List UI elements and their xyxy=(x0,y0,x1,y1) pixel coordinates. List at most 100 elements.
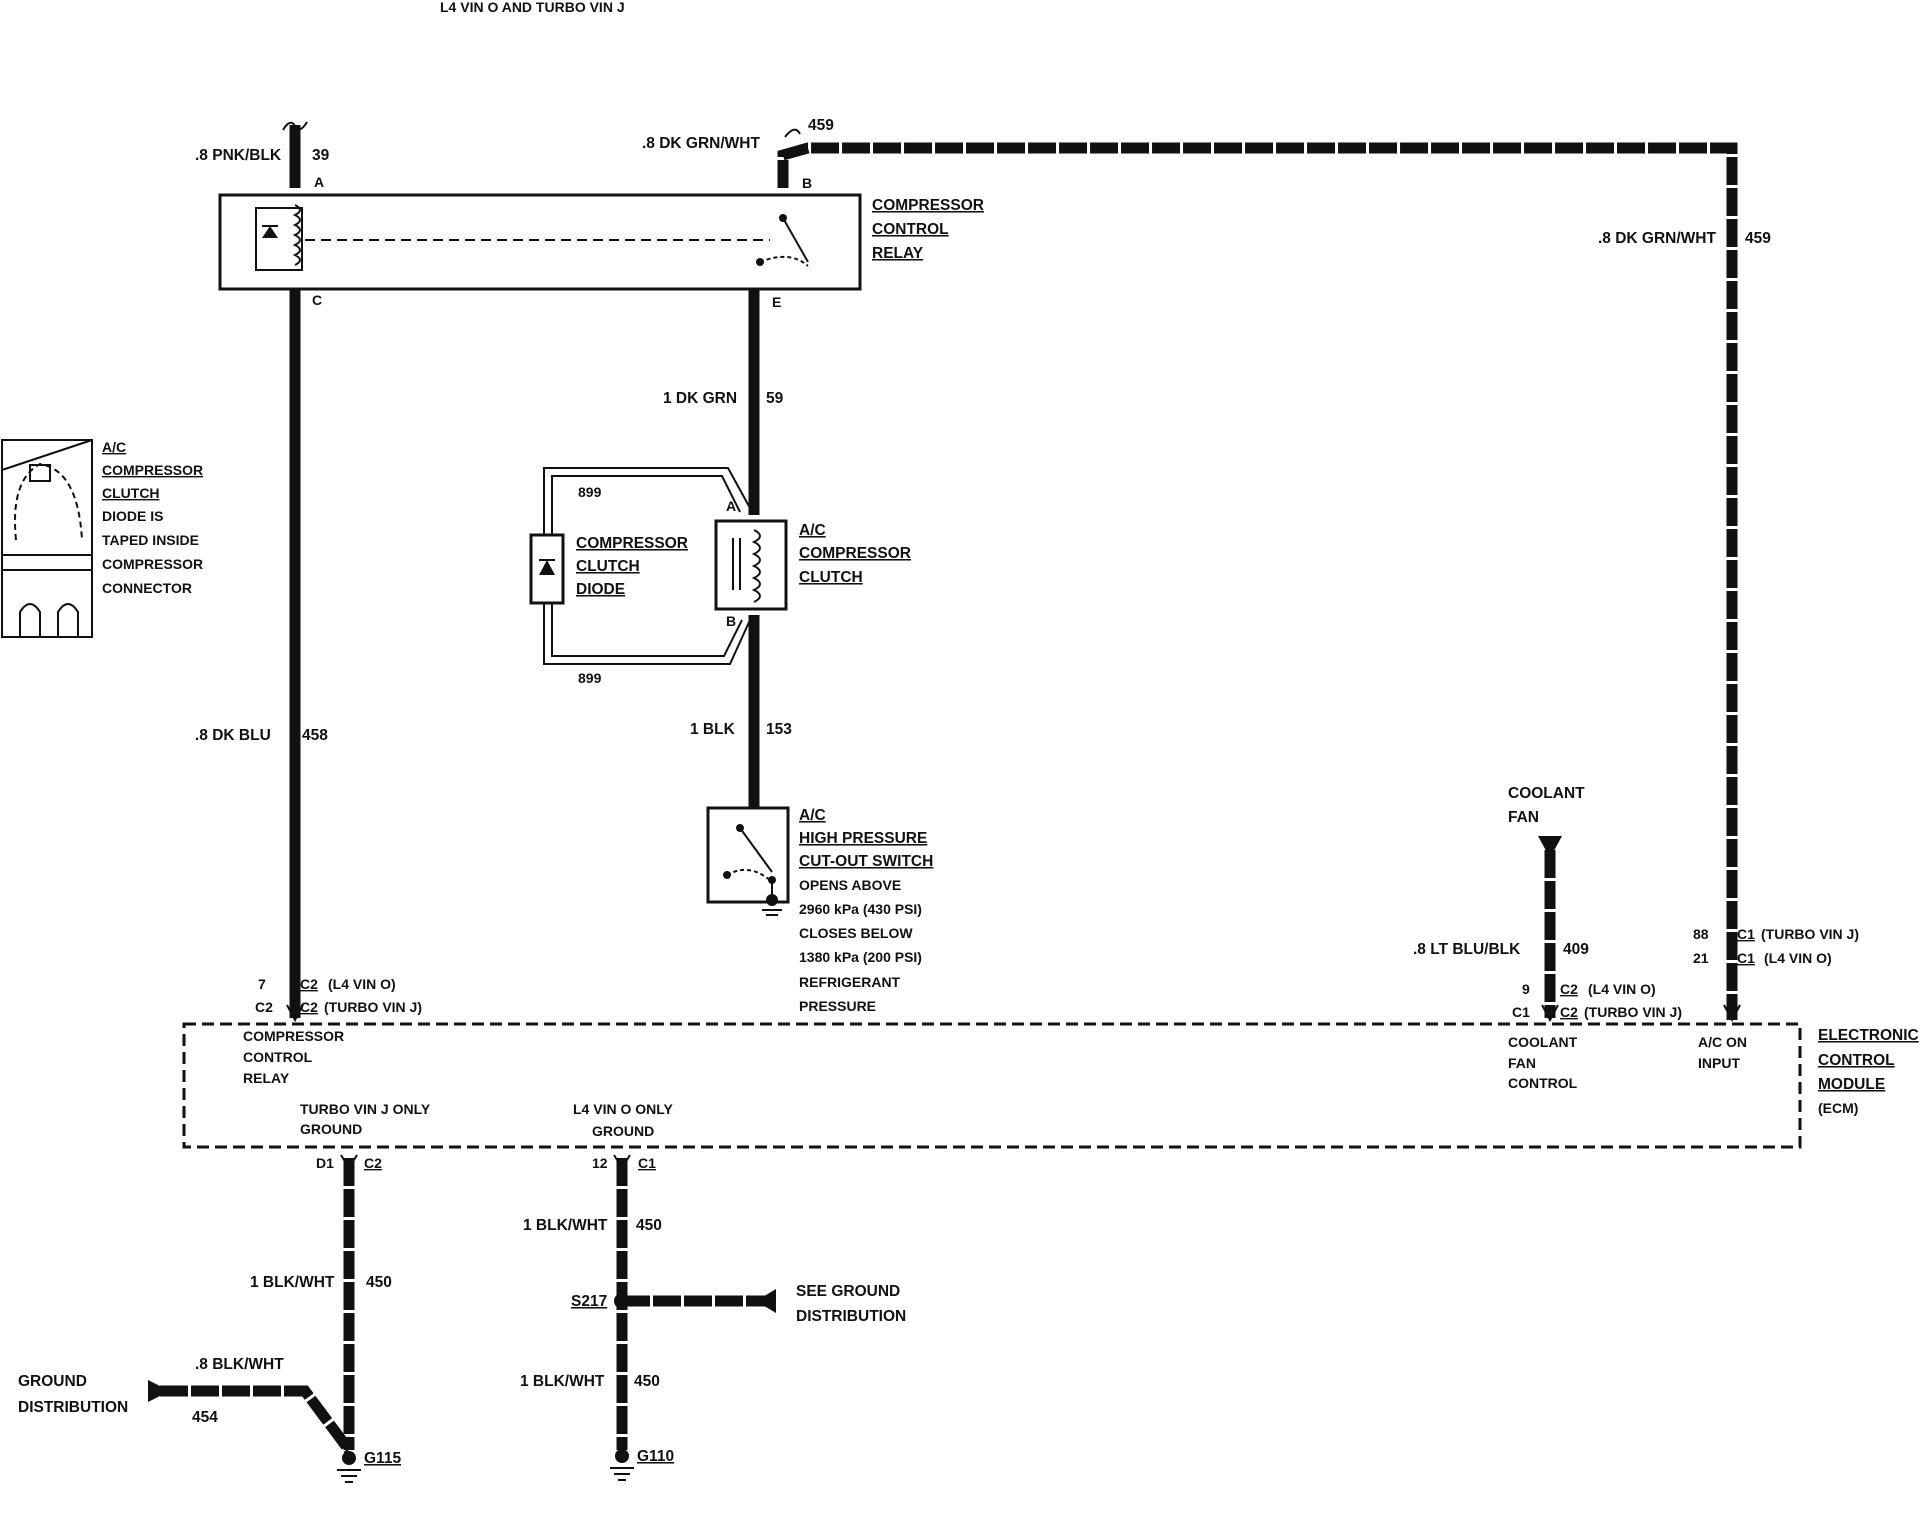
wire-450-middle xyxy=(616,1158,770,1450)
ecm-fan-pin-2: C1 xyxy=(1512,1004,1530,1020)
ecm-relay-pin-1: 7 xyxy=(258,976,266,992)
relay-pin-e: E xyxy=(772,294,781,310)
see-ground-arrow-icon xyxy=(756,1289,776,1313)
ecm-label-1: ELECTRONIC xyxy=(1818,1027,1919,1044)
ecm-fan-conn-2: C2 xyxy=(1560,1004,1578,1020)
diode-label-2: CLUTCH xyxy=(576,558,640,575)
ecm-fan-connector-icon xyxy=(1541,1004,1559,1023)
switch-desc-1: OPENS ABOVE xyxy=(799,877,901,893)
wire-459-top-color: .8 DK GRN/WHT xyxy=(642,135,761,152)
relay-pin-a: A xyxy=(314,174,324,190)
ecm-ac-text-1: A/C ON xyxy=(1698,1034,1747,1050)
coolant-fan-label-1: COOLANT xyxy=(1508,785,1585,802)
ecm-ac-connector-icon xyxy=(1723,1004,1741,1023)
ground-dist-left-2: DISTRIBUTION xyxy=(18,1399,128,1416)
inset-label-4: DIODE IS xyxy=(102,508,163,524)
wire-459-right-color: .8 DK GRN/WHT xyxy=(1598,230,1717,247)
ecm-label-3: MODULE xyxy=(1818,1076,1885,1093)
ecm-gnd1-text-1: TURBO VIN J ONLY xyxy=(300,1101,431,1117)
relay-label-2: CONTROL xyxy=(872,221,949,238)
ecm-fan-desc-2: (TURBO VIN J) xyxy=(1584,1004,1682,1020)
ecm-ac-conn-1: C1 xyxy=(1737,926,1755,942)
ac-high-pressure-switch xyxy=(706,806,790,916)
ecm-fan-text-3: CONTROL xyxy=(1508,1075,1578,1091)
ecm-gnd2-text-2: GROUND xyxy=(592,1123,654,1139)
ecm-relay-desc-1: (L4 VIN O) xyxy=(328,976,396,992)
switch-label-2: HIGH PRESSURE xyxy=(799,830,927,847)
ecm-gnd2-conn: C1 xyxy=(638,1155,656,1171)
ecm-gnd1-connector-icon xyxy=(340,1154,358,1170)
wire-459 xyxy=(777,128,1738,1020)
coolant-fan-label-2: FAN xyxy=(1508,809,1539,826)
ecm-ac-desc-1: (TURBO VIN J) xyxy=(1761,926,1859,942)
clutch-pin-b: B xyxy=(726,613,736,629)
ecm-ac-text-2: INPUT xyxy=(1698,1055,1740,1071)
wire-409-color: .8 LT BLU/BLK xyxy=(1413,941,1521,958)
wire-450-left-color: 1 BLK/WHT xyxy=(250,1274,335,1291)
wire-459-right-circuit: 459 xyxy=(1745,230,1771,247)
ac-compressor-clutch xyxy=(714,519,788,611)
ecm-gnd2-connector-icon xyxy=(613,1154,631,1170)
coolant-fan-arrow-icon xyxy=(1538,836,1562,858)
wire-454-color: .8 BLK/WHT xyxy=(195,1356,284,1373)
wire-153-color: 1 BLK xyxy=(690,721,736,738)
diode-label-1: COMPRESSOR xyxy=(576,535,688,552)
wire-59-color: 1 DK GRN xyxy=(663,390,737,407)
switch-desc-4: 1380 kPa (200 PSI) xyxy=(799,949,922,965)
ecm-relay-conn-1: C2 xyxy=(300,976,318,992)
wire-409-circuit: 409 xyxy=(1563,941,1589,958)
ecm-relay-conn-2: C2 xyxy=(300,999,318,1015)
ecm-fan-conn-1: C2 xyxy=(1560,981,1578,997)
ground-dist-left-1: GROUND xyxy=(18,1373,87,1390)
ground-g115-icon xyxy=(337,1451,361,1483)
wire-459-top-circuit: 459 xyxy=(808,117,834,134)
switch-desc-6: PRESSURE xyxy=(799,998,876,1014)
ecm-ac-pin-2: 21 xyxy=(1693,950,1709,966)
wire-153-circuit: 153 xyxy=(766,721,792,738)
wire-454-circuit: 454 xyxy=(192,1409,218,1426)
diode-label-3: DIODE xyxy=(576,581,625,598)
splice-label: S217 xyxy=(571,1293,607,1310)
wire-899-bottom-circuit: 899 xyxy=(578,670,602,686)
ecm-relay-desc-2: (TURBO VIN J) xyxy=(324,999,422,1015)
ecm-ac-conn-2: C1 xyxy=(1737,950,1755,966)
clutch-label-1: A/C xyxy=(799,522,826,539)
wire-39-color: .8 PNK/BLK xyxy=(195,147,282,164)
switch-label-3: CUT-OUT SWITCH xyxy=(799,853,933,870)
compressor-clutch-diode xyxy=(529,533,565,605)
ecm-gnd1-text-2: GROUND xyxy=(300,1121,362,1137)
diagram-title: L4 VIN O AND TURBO VIN J xyxy=(440,0,625,15)
ecm-relay-text-3: RELAY xyxy=(243,1070,290,1086)
inset-label-7: CONNECTOR xyxy=(102,580,192,596)
wire-450-left-circuit: 450 xyxy=(366,1274,392,1291)
clutch-label-3: CLUTCH xyxy=(799,569,863,586)
ecm-label-4: (ECM) xyxy=(1818,1100,1858,1116)
relay-label-1: COMPRESSOR xyxy=(872,197,984,214)
wire-450-mid-upper-circuit: 450 xyxy=(636,1217,662,1234)
switch-desc-2: 2960 kPa (430 PSI) xyxy=(799,901,922,917)
ecm-fan-pin-1: 9 xyxy=(1522,981,1530,997)
ecm-relay-pin-2: C2 xyxy=(255,999,273,1015)
ecm-fan-desc-1: (L4 VIN O) xyxy=(1588,981,1656,997)
splice-dot xyxy=(614,1293,630,1309)
ground-g110-label: G110 xyxy=(637,1448,674,1465)
wire-450-mid-upper-color: 1 BLK/WHT xyxy=(523,1217,608,1234)
ecm-ac-desc-2: (L4 VIN O) xyxy=(1764,950,1832,966)
wire-39-circuit: 39 xyxy=(312,147,330,164)
ecm-relay-text-1: COMPRESSOR xyxy=(243,1028,344,1044)
ground-g110-icon xyxy=(610,1449,634,1481)
wire-450-left xyxy=(160,1158,355,1454)
ground-dist-right-1: SEE GROUND xyxy=(796,1283,900,1300)
ecm-gnd2-text-1: L4 VIN O ONLY xyxy=(573,1101,674,1117)
inset-label-2: COMPRESSOR xyxy=(102,462,203,478)
wire-450-mid-lower-color: 1 BLK/WHT xyxy=(520,1373,605,1390)
ecm-ac-pin-1: 88 xyxy=(1693,926,1709,942)
ecm-gnd2-pin: 12 xyxy=(592,1155,608,1171)
wire-899-top-circuit: 899 xyxy=(578,484,602,500)
inset-label-6: COMPRESSOR xyxy=(102,556,203,572)
compressor-connector-inset xyxy=(1,439,93,638)
ecm-label-2: CONTROL xyxy=(1818,1052,1895,1069)
wire-450-mid-lower-circuit: 450 xyxy=(634,1373,660,1390)
wire-458-circuit: 458 xyxy=(302,727,328,744)
inset-label-1: A/C xyxy=(102,439,126,455)
